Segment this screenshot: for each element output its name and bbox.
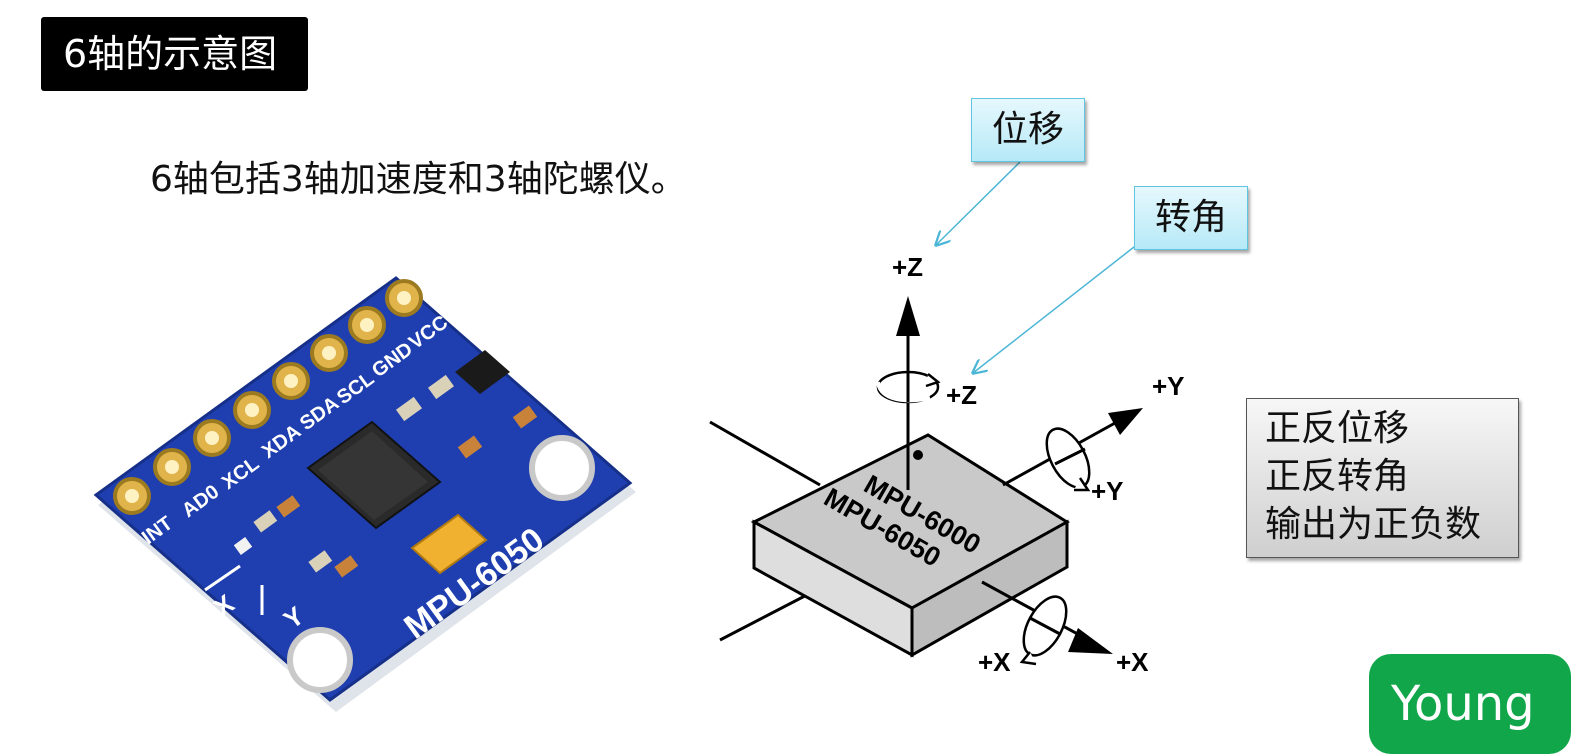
z-axis-arrowhead (896, 296, 920, 336)
chip-side (910, 519, 1069, 658)
author-badge: Young (1369, 654, 1571, 754)
z-rotation-label: +Z (946, 380, 977, 410)
displacement-connector (936, 161, 1021, 245)
mount-hole (529, 435, 595, 501)
pin1-dot (913, 450, 923, 460)
rotation-connector (973, 246, 1135, 373)
intro-text: 6轴包括3轴加速度和3轴陀螺仪。 (150, 159, 687, 200)
header-pins (113, 279, 423, 515)
z-linear-label: +Z (892, 252, 923, 282)
y-axis-arrowhead (1108, 408, 1143, 435)
note-line: 正反位移 (1265, 408, 1410, 449)
note-line: 正反转角 (1265, 456, 1410, 497)
x-axis-arrowhead (1068, 628, 1113, 654)
rotation-callout: 转角 (1134, 186, 1248, 250)
notes-box: 正反位移 正反转角 输出为正负数 (1246, 398, 1519, 558)
x-linear-label: +X (1116, 647, 1149, 677)
mount-hole (287, 627, 353, 693)
y-linear-label: +Y (1152, 371, 1185, 401)
page-title: 6轴的示意图 (41, 17, 308, 91)
axis-diagram: MPU-6000 MPU-6050 +Z +Z +Y +Y +X (709, 161, 1185, 677)
mpu6050-board: VCC GND SCL SDA XDA XCL AD0 INT MPU-6050… (93, 276, 636, 712)
note-line: 输出为正负数 (1265, 504, 1482, 545)
y-rotation-label: +Y (1091, 476, 1124, 506)
x-rotation-label: +X (978, 647, 1011, 677)
tantalum-cap (410, 513, 488, 575)
board-axis-marks (204, 564, 264, 615)
x-axis-back-line (709, 420, 821, 487)
displacement-callout: 位移 (971, 98, 1085, 162)
regulator (455, 350, 510, 394)
x-axis-line (981, 580, 1086, 640)
